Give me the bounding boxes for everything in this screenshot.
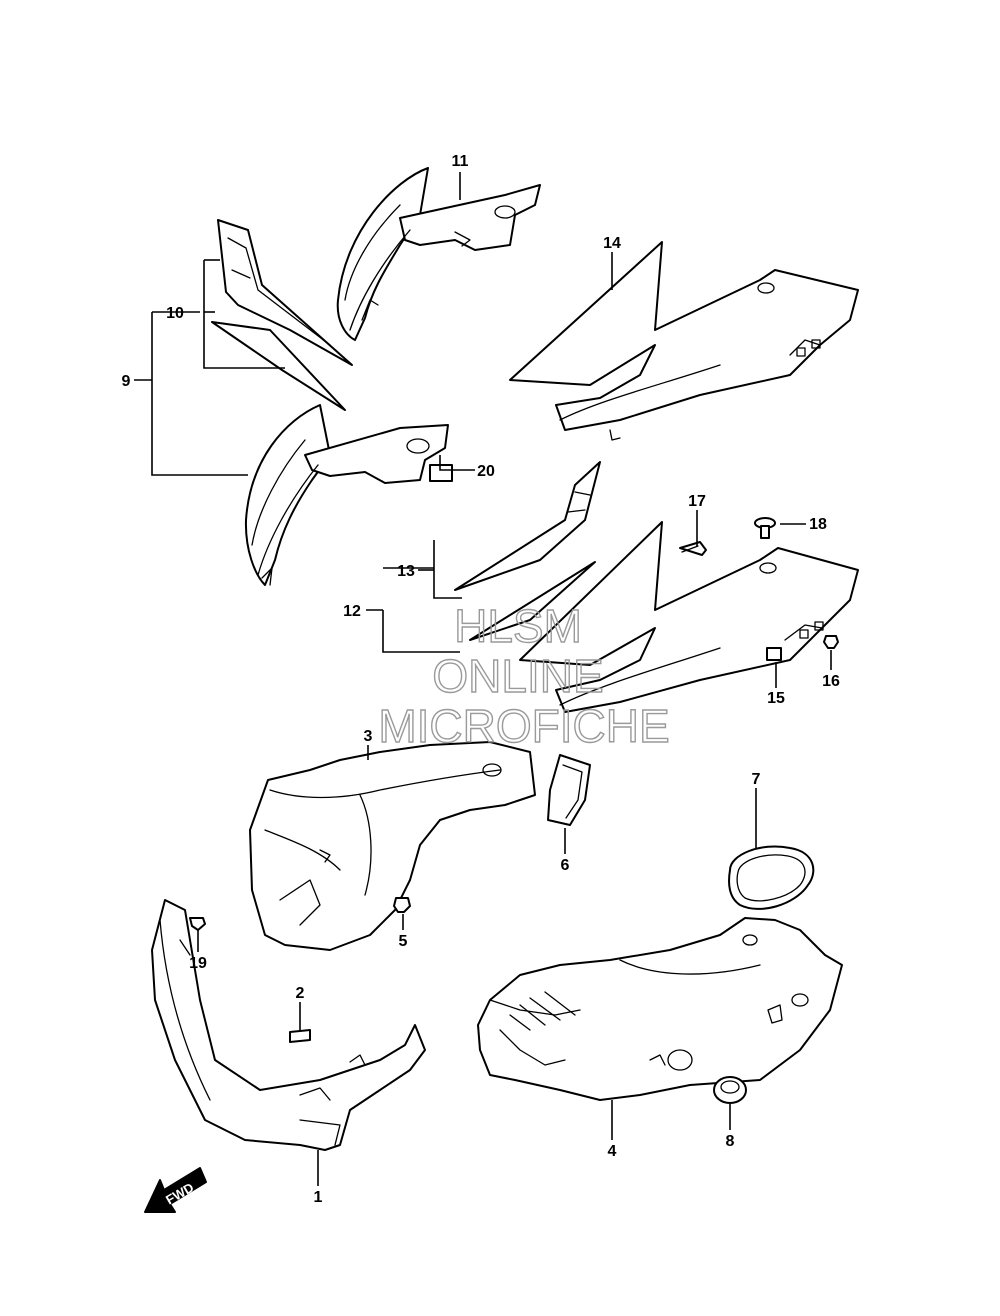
- callout-15: 15: [767, 690, 785, 707]
- part-18-nut: [754, 517, 776, 539]
- watermark-line-3: MICROFICHE: [378, 700, 669, 752]
- part-9-side-cowl-assembly: [244, 404, 453, 586]
- part-12-side-cowl-assembly: [519, 521, 859, 713]
- callout-17: 17: [688, 493, 706, 510]
- watermark-line-1: HLSM: [454, 600, 582, 652]
- fwd-direction-badge: FWD: [144, 1167, 207, 1213]
- part-19-screw: [189, 917, 206, 931]
- part-8-grommet: [713, 1076, 747, 1104]
- part-16-rivet: [823, 635, 839, 649]
- callout-2: 2: [296, 985, 305, 1002]
- callout-13: 13: [397, 563, 415, 580]
- callout-16: 16: [822, 673, 840, 690]
- leader-lines: [134, 172, 832, 1186]
- part-4-duct-right: [477, 917, 843, 1101]
- part-14-side-cowl-right: [509, 241, 859, 441]
- part-5-clip: [393, 897, 411, 913]
- callout-18: 18: [809, 516, 827, 533]
- callout-4: 4: [608, 1143, 617, 1160]
- callout-12: 12: [343, 603, 361, 620]
- callout-labels: 11 10 9 14 20 17 18 13 12 15 16 3 7 6 5 …: [122, 153, 840, 1206]
- part-3-inner-duct: [249, 741, 536, 951]
- part-7-seal-ring: [728, 845, 815, 910]
- part-17-screw: [679, 541, 707, 556]
- callout-5: 5: [399, 933, 408, 950]
- part-1-lower-cowl: [151, 899, 426, 1151]
- watermark: HLSM ONLINE MICROFICHE: [378, 599, 671, 752]
- part-13-decal-set: [454, 461, 601, 641]
- part-11-side-cowl-left: [336, 167, 541, 341]
- callout-6: 6: [561, 857, 570, 874]
- part-2-label: [289, 1029, 311, 1043]
- part-10-decal-set: [211, 219, 353, 411]
- callout-11: 11: [452, 153, 469, 170]
- callout-1: 1: [314, 1189, 323, 1206]
- callout-9: 9: [122, 373, 131, 390]
- callout-14: 14: [603, 235, 621, 252]
- callout-20: 20: [477, 463, 495, 480]
- callout-19: 19: [189, 955, 207, 972]
- part-6-seal: [547, 754, 591, 826]
- callout-8: 8: [726, 1133, 735, 1150]
- callout-7: 7: [752, 771, 761, 788]
- watermark-line-2: ONLINE: [432, 650, 603, 702]
- part-15-clip: [766, 647, 782, 661]
- callout-10: 10: [166, 305, 184, 322]
- callout-3: 3: [364, 728, 373, 745]
